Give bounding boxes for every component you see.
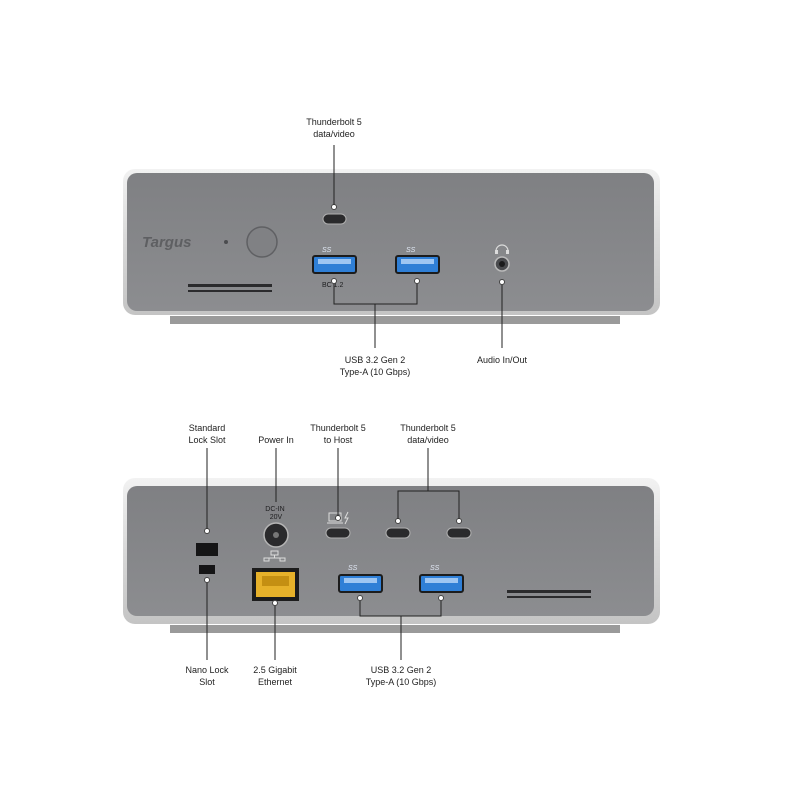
callout-dot <box>335 515 341 521</box>
rear-view: DC-IN 20V <box>123 448 660 660</box>
front-panel <box>127 173 654 311</box>
dc-in-label: DC-IN 20V <box>265 506 286 521</box>
rear-usb-a-port-2 <box>419 574 464 593</box>
tb-host-label: Thunderbolt 5 to Host <box>310 423 366 445</box>
rear-usb-a-port-1 <box>338 574 383 593</box>
callout-dot <box>357 595 363 601</box>
usb-tongue <box>401 259 434 264</box>
usb-ss-badge: SS <box>322 247 332 254</box>
thunderbolt-icon <box>344 511 349 525</box>
usb-tongue <box>344 578 377 583</box>
callout-dot <box>395 518 401 524</box>
thunderbolt-host-port <box>325 527 351 539</box>
rear-card-slot <box>507 590 591 598</box>
dc-in-label-line2: 20V <box>270 514 283 521</box>
thunderbolt-data-port-2 <box>446 527 472 539</box>
sd-card-slot <box>188 284 272 292</box>
headphone-icon <box>495 244 509 254</box>
standard-lock-label: Standard Lock Slot <box>188 423 226 445</box>
ethernet-label: 2.5 Gigabit Ethernet <box>253 665 297 687</box>
callout-dot <box>438 595 444 601</box>
usb-ss-badge: SS <box>406 247 416 254</box>
usb-tongue <box>318 259 351 264</box>
front-thunderbolt-label: Thunderbolt 5 data/video <box>306 117 362 139</box>
bc12-caption: BC 1.2 <box>322 282 344 289</box>
audio-jack-hole <box>499 261 505 267</box>
callout-dot <box>331 278 337 284</box>
usb-ss-badge: SS <box>430 565 440 572</box>
front-base <box>170 316 620 324</box>
tb-data-label: Thunderbolt 5 data/video <box>400 423 456 445</box>
thunderbolt-data-port-1 <box>385 527 411 539</box>
usb-tongue <box>425 578 458 583</box>
callout-dot <box>204 528 210 534</box>
front-usb-label: USB 3.2 Gen 2 Type-A (10 Gbps) <box>339 355 411 377</box>
nano-lock-label: Nano Lock Slot <box>185 665 229 687</box>
network-icon <box>263 550 286 562</box>
front-usb-a-port-2 <box>395 255 440 274</box>
front-usb-a-port-1 <box>312 255 357 274</box>
front-view: Targus SS BC 1.2 SS <box>123 145 660 348</box>
power-pin <box>273 532 279 538</box>
laptop-icon <box>327 512 343 524</box>
callout-dot <box>331 204 337 210</box>
rear-usb-label: USB 3.2 Gen 2 Type-A (10 Gbps) <box>365 665 437 687</box>
front-audio-label: Audio In/Out <box>476 355 528 365</box>
power-button[interactable] <box>246 226 278 258</box>
power-in-label: Power In <box>258 435 294 445</box>
callout-dot <box>414 278 420 284</box>
front-thunderbolt-port <box>322 213 347 225</box>
brand-logo: Targus <box>142 234 191 251</box>
standard-lock-slot <box>196 543 218 556</box>
callout-dot <box>456 518 462 524</box>
callout-dot <box>204 577 210 583</box>
ethernet-contacts <box>262 576 289 586</box>
usb-ss-badge: SS <box>348 565 358 572</box>
dc-in-label-line1: DC-IN <box>265 506 284 513</box>
status-led <box>224 240 228 244</box>
callout-dot <box>272 600 278 606</box>
callout-dot <box>499 279 505 285</box>
rear-base <box>170 625 620 633</box>
nano-lock-slot <box>199 565 215 574</box>
